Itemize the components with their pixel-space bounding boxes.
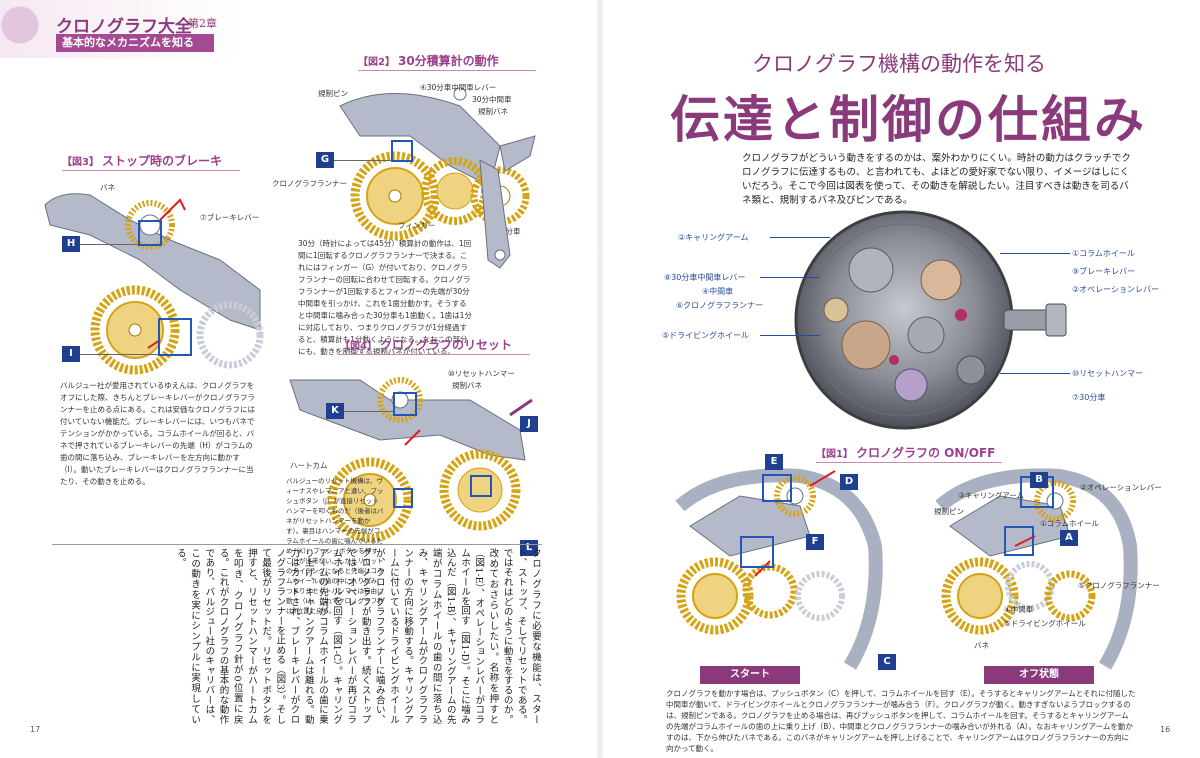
mv-leader-5 <box>1000 373 1070 374</box>
body-divider <box>52 544 542 545</box>
fig3-letter-h: H <box>62 236 80 252</box>
fig3-callout-brake: ⑦ブレーキレバー <box>200 213 260 222</box>
fig1-callout-pin: 規制ピン <box>934 507 964 516</box>
mv-callout-intermediate: ④中間車 <box>702 287 734 296</box>
fig3-highlight-h <box>138 220 162 246</box>
fig2-callout-lever: ④30分車中間車レバー <box>420 83 497 92</box>
fig2-callout-spring: 規制バネ <box>478 107 508 116</box>
fig4-letter-j: J <box>520 416 538 432</box>
fig4-illustration <box>289 377 533 543</box>
fig3-letter-i: I <box>62 346 80 362</box>
fig4-callout-hammer: ⑩リセットハンマー <box>448 369 515 378</box>
fig4-highlight-k <box>393 392 417 416</box>
fig1-callout-spring: バネ <box>974 641 989 650</box>
mv-leader-1 <box>770 237 830 238</box>
fig4-highlight-l2 <box>470 475 492 497</box>
fig1-label: 【図1】クロノグラフの ON/OFF <box>816 446 996 460</box>
fig1-rule <box>816 462 1002 463</box>
fig1-highlight-e <box>762 474 792 502</box>
mv-leader-4 <box>1000 253 1070 254</box>
fig3-highlight-i <box>158 318 192 356</box>
series-volume: 第2章 <box>188 17 217 30</box>
fig2-label: 【図2】30分積算計の動作 <box>358 54 499 68</box>
fig1-letter-c: C <box>878 654 896 670</box>
series-title: クロノグラフ大全 <box>56 17 192 37</box>
fig2-callout-finger: フィンガー <box>398 221 436 230</box>
left-page: クロノグラフ大全 第2章 基本的なメカニズムを知る 【図2】30分積算計の動作 … <box>0 0 598 758</box>
mv-callout-30min-lever: ⑧30分車中間車レバー <box>664 273 746 282</box>
mv-callout-carrying-arm: ②キャリングアーム <box>678 233 749 242</box>
mv-leader-2 <box>760 277 820 278</box>
fig1-letter-d: D <box>840 474 858 490</box>
fig4-leader-k <box>344 411 393 412</box>
fig3-caption: バルジュー社が愛用されているゆえんは、クロノグラフをオフにした際、きちんとブレー… <box>60 381 255 486</box>
article-lead: クロノグラフがどういう動きをするのかは、案外わかりにくい。時計の動力はクラッチで… <box>742 153 1131 206</box>
fig2-leader-g <box>334 160 392 161</box>
fig3-leader-h <box>80 244 138 245</box>
fig1-highlight-f <box>740 536 774 568</box>
fig1-letter-e: E <box>765 454 783 470</box>
fig4-label: 【図4】クロノグラフのリセット <box>340 338 512 352</box>
mv-callout-operation-lever: ②オペレーションレバー <box>1072 285 1160 294</box>
fig1-callout-intermediate: ④中間車 <box>1004 605 1034 614</box>
mv-callout-reset-hammer: ⑩リセットハンマー <box>1072 369 1144 378</box>
fig2-highlight-g <box>391 140 413 162</box>
page-number-left: 17 <box>30 725 41 734</box>
fig1-caption: クロノグラフを動かす場合は、プッシュボタン（C）を押して、コラムホイールを回す（… <box>666 689 1136 753</box>
fig1-letter-a: A <box>1060 530 1078 546</box>
fig3-rule <box>62 170 240 171</box>
fig4-highlight-l1 <box>393 488 413 508</box>
state-tag-start: スタート <box>700 666 800 684</box>
fig4-rule <box>340 354 530 355</box>
fig1-illustration-off <box>935 468 1138 670</box>
fig1-letter-f: F <box>806 534 824 550</box>
fig2-lever-arm <box>479 160 511 269</box>
state-tag-off: オフ状態 <box>984 666 1094 684</box>
mv-callout-column-wheel: ①コラムホイール <box>1072 249 1135 258</box>
fig4-caption: バルジューのリセット機構は、ヴィーナスやレマニアと違い、プッシュボタン（J）が直… <box>286 477 384 615</box>
fig1-callout-column-wheel: ①コラムホイール <box>1040 519 1099 528</box>
body-text: クロノグラフに必要な機能は、スタート、ストップ、そしてリセットである。ではそれは… <box>174 548 541 724</box>
fig3-illustration <box>44 193 264 375</box>
fig1-callout-carrying-arm: ③キャリングアーム <box>958 491 1025 500</box>
fig2-letter-g: G <box>316 152 334 168</box>
fig1-letter-b: B <box>1030 472 1048 488</box>
fig3-label: 【図3】ストップ時のブレーキ <box>62 154 222 168</box>
fig3-callout-spring: バネ <box>100 183 115 192</box>
fig2-callout-runner: クロノグラフランナー <box>272 179 347 188</box>
fig4-letter-k: K <box>326 403 344 419</box>
fig4-callout-heartcam: ハートカム <box>290 461 328 470</box>
mv-callout-30min-wheel: ⑦30分車 <box>1072 393 1106 402</box>
gutter <box>596 0 604 758</box>
series-subtitle: 基本的なメカニズムを知る <box>56 34 214 52</box>
movement-photo <box>794 210 1067 430</box>
mv-callout-brake-lever: ⑨ブレーキレバー <box>1072 267 1136 276</box>
fig1-callout-driving-wheel: ⑤ドライビングホイール <box>1004 619 1086 628</box>
fig2-callout-pin: 規制ピン <box>318 89 348 98</box>
article-kicker: クロノグラフ機構の動作を知る <box>752 52 1046 76</box>
mv-leader-3 <box>760 335 820 336</box>
fig1-callout-operation-lever: ②オペレーションレバー <box>1080 483 1162 492</box>
fig2-callout-intermediate: 30分中間車 <box>472 95 512 104</box>
mv-callout-driving-wheel: ⑤ドライビングホイール <box>662 331 750 340</box>
fig2-callout-30min: 30分車 <box>496 227 521 236</box>
series-header: クロノグラフ大全 第2章 基本的なメカニズムを知る <box>0 0 240 58</box>
fig2-caption: 30分（時計によっては45分）積算計の動作は、1回間に1回転するクロノグラフラン… <box>298 239 472 356</box>
article-title: 伝達と制御の仕組み <box>670 90 1147 149</box>
fig1-callout-runner: ⑤クロノグラフランナー <box>1078 581 1160 590</box>
fig2-rule <box>358 70 536 71</box>
fig1-highlight-a <box>1004 526 1034 556</box>
page-number-right: 16 <box>1160 725 1171 734</box>
fig3-leader-i <box>80 354 158 355</box>
fig4-callout-spring: 規制バネ <box>452 381 482 390</box>
mv-callout-runner: ⑥クロノグラフランナー <box>676 301 764 310</box>
